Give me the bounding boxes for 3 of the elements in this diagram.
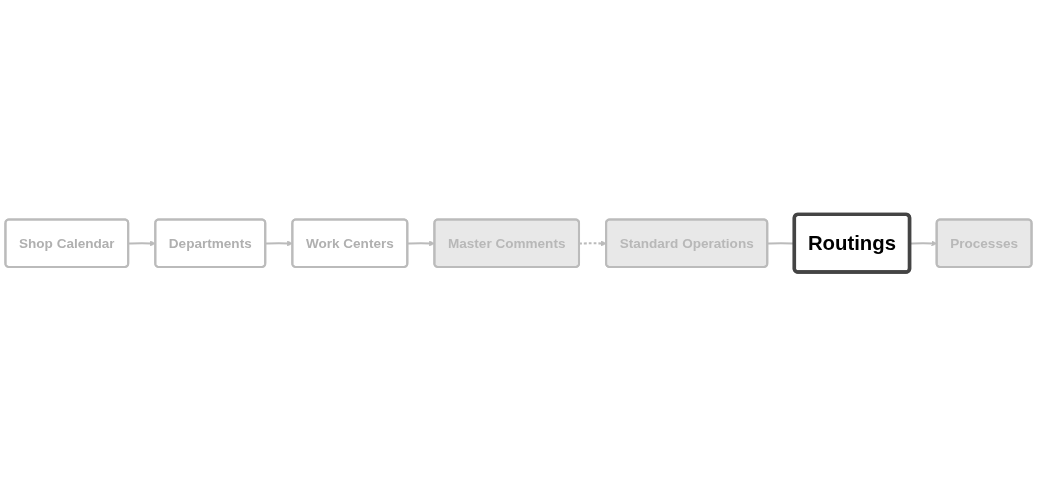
arrow <box>265 240 293 247</box>
arrow <box>407 240 435 247</box>
arrow <box>128 240 156 247</box>
